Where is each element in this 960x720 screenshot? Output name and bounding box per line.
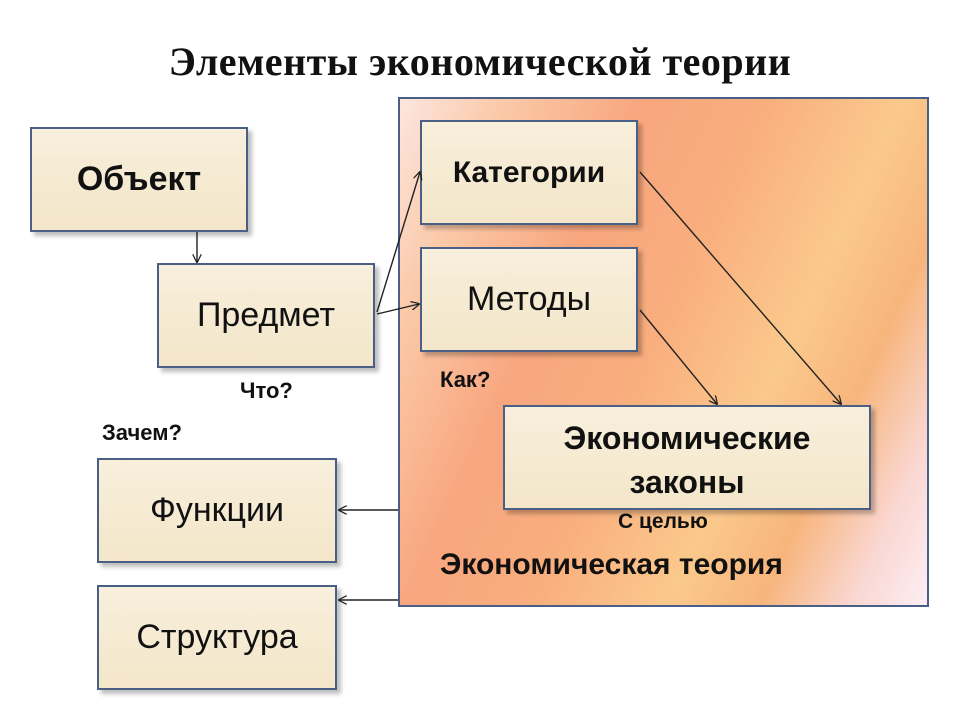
box-object-label: Объект — [76, 160, 202, 198]
page-title: Элементы экономической теории — [168, 39, 792, 84]
label-how: Как? — [440, 367, 491, 392]
label-economic-theory: Экономическая теория — [440, 548, 783, 581]
label-why: Зачем? — [102, 420, 182, 445]
box-methods-label: Методы — [466, 280, 592, 318]
box-economic-laws-label: Экономические законы — [563, 420, 811, 500]
box-methods: Методы — [420, 247, 638, 352]
label-what: Что? — [240, 378, 293, 403]
label-purpose: С целью — [618, 510, 708, 533]
box-structure-label: Структура — [136, 618, 298, 656]
box-subject: Предмет — [157, 263, 375, 368]
box-categories: Категории — [420, 120, 638, 225]
box-functions-label: Функции — [150, 491, 284, 529]
box-economic-laws: Экономические законы — [503, 405, 871, 510]
box-subject-label: Предмет — [196, 296, 336, 334]
box-categories-label: Категории — [452, 155, 606, 189]
box-object: Объект — [30, 127, 248, 232]
box-structure: Структура — [97, 585, 337, 690]
box-functions: Функции — [97, 458, 337, 563]
